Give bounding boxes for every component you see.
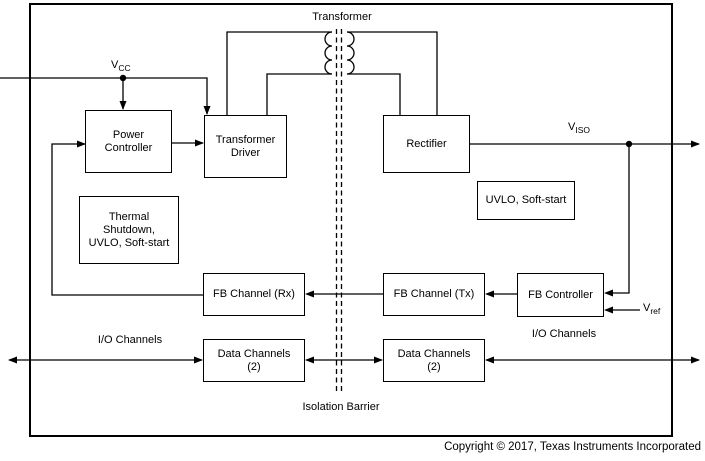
arrowhead-into-transformer-driver-left (195, 139, 204, 147)
fb-channel-rx-block: FB Channel (Rx) (203, 273, 305, 316)
vref-label: Vref (643, 302, 661, 316)
transformer-label: Transformer (312, 11, 372, 23)
secondary-rectifier-bottom-wire (347, 73, 401, 115)
arrowhead-into-transformer-driver-top (203, 106, 211, 115)
vcc-wire (0, 77, 208, 114)
arrowhead-into-power-controller-top (119, 101, 127, 110)
fb-channel-tx-block: FB Channel (Tx) (383, 273, 485, 316)
arrowhead-io-left-in (194, 356, 203, 364)
chip-boundary (29, 3, 673, 437)
arrowhead-io-mid-right (374, 356, 383, 364)
power-controller-block: Power Controller (85, 110, 172, 173)
arrowhead-io-right-out (691, 356, 700, 364)
rectifier-block: Rectifier (383, 115, 470, 173)
fb-controller-block: FB Controller (517, 273, 604, 317)
td-primary-bottom-wire (266, 73, 332, 115)
vref-label-main: V (643, 302, 651, 314)
arrowhead-io-right-in (485, 356, 494, 364)
vcc-label: VCC (111, 59, 131, 73)
arrowhead-io-left-out (8, 356, 17, 364)
viso-fb-branch-wire (606, 144, 630, 294)
transformer-secondary-winding (346, 31, 355, 75)
uvlo-softstart-block: UVLO, Soft-start (477, 181, 575, 220)
arrowhead-into-fb-controller-viso (604, 289, 613, 297)
copyright-notice: Copyright © 2017, Texas Instruments Inco… (444, 441, 701, 453)
vcc-junction-dot (119, 74, 127, 82)
arrowhead-into-fb-channel-rx (305, 290, 314, 298)
data-channels-left-block: Data Channels (2) (203, 339, 305, 382)
isolation-barrier-label: Isolation Barrier (302, 401, 380, 413)
transformer-driver-block: Transformer Driver (204, 115, 287, 178)
arrowhead-io-mid-left (305, 356, 314, 364)
secondary-rectifier-top-wire (347, 31, 438, 115)
viso-label: VISO (568, 121, 590, 135)
arrowhead-into-fb-controller-vref (604, 306, 613, 314)
thermal-shutdown-block: Thermal Shutdown, UVLO, Soft-start (79, 196, 179, 264)
td-primary-top-wire (226, 31, 332, 115)
io-channels-right-label: I/O Channels (531, 328, 597, 340)
io-channels-left-label: I/O Channels (97, 334, 163, 346)
viso-label-main: V (568, 121, 576, 133)
arrowhead-viso-out (691, 140, 700, 148)
viso-label-sub: ISO (575, 124, 590, 135)
data-channels-right-block: Data Channels (2) (383, 339, 485, 382)
vcc-label-main: V (111, 59, 119, 71)
arrowhead-into-fb-channel-tx (485, 290, 494, 298)
vref-label-sub: ref (650, 305, 661, 316)
feedback-wire (51, 143, 203, 296)
viso-junction-dot (625, 140, 633, 148)
vcc-label-sub: CC (118, 62, 131, 73)
arrowhead-into-power-controller-left (77, 140, 86, 148)
transformer-primary-winding (324, 31, 333, 75)
